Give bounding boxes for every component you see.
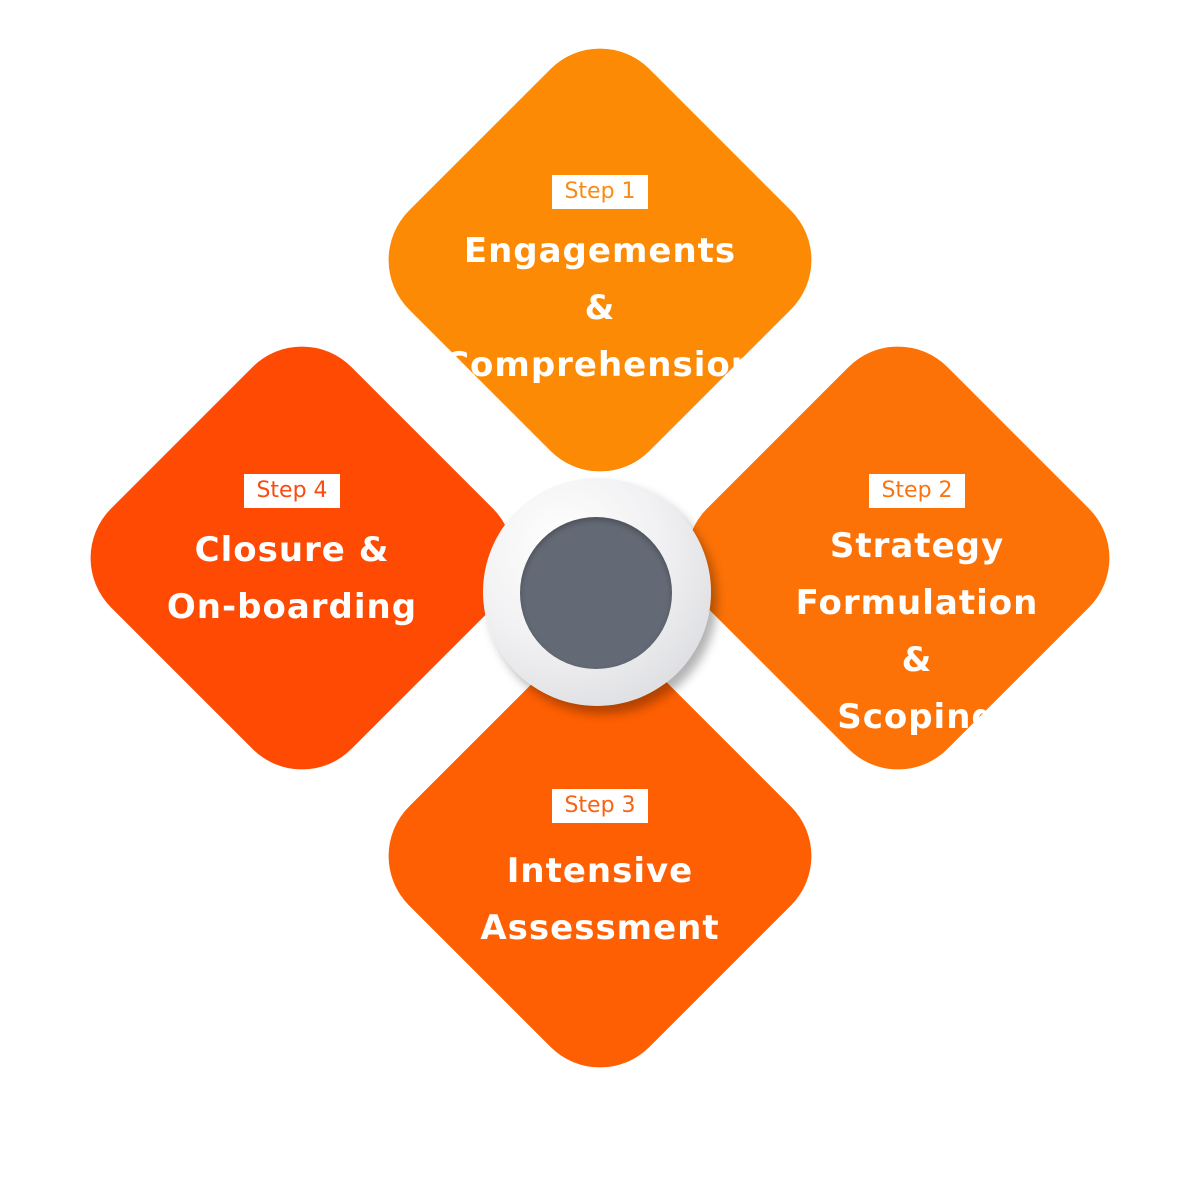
step-4-title-line-1: Closure & (194, 530, 390, 570)
step-4-badge: Step 4 (244, 474, 340, 508)
step-2-title-line-4: Scoping (837, 697, 997, 737)
step-2-title-line-1: Strategy (829, 526, 1005, 566)
step-2-badge: Step 2 (869, 474, 965, 508)
step-2-content: Step 2 Strategy Formulation & Scoping (767, 474, 1067, 746)
step-3-content: Step 3 Intensive Assessment (400, 789, 800, 957)
step-1-content: Step 1 Engagements & Comprehension (400, 175, 800, 394)
step-1-title-line-2: & (584, 288, 616, 328)
step-2-title-line-3: & (901, 640, 933, 680)
step-3-title-line-2: Assessment (480, 908, 720, 948)
step-4-content: Step 4 Closure & On-boarding (142, 474, 442, 636)
step-1-title-line-3: Comprehension (444, 345, 756, 385)
step-3-title-line-1: Intensive (506, 851, 694, 891)
step-4-title-line-2: On-boarding (166, 587, 418, 627)
step-1-title-line-1: Engagements (463, 231, 737, 271)
step-1-badge: Step 1 (552, 175, 648, 209)
step-3-badge: Step 3 (552, 789, 648, 823)
center-hub-core (520, 517, 672, 669)
step-2-title-line-2: Formulation (795, 583, 1039, 623)
